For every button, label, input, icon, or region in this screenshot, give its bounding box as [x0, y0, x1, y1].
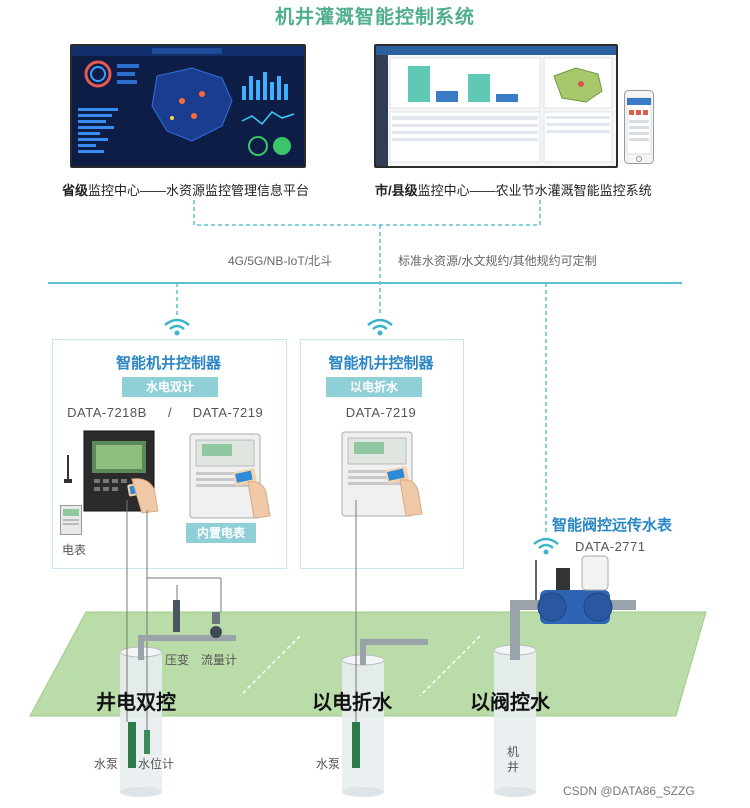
pressure-sensor-label: 压变 [165, 653, 190, 667]
provincial-level-label: 省级 [62, 183, 89, 198]
city-level-label: 市/县级 [375, 183, 418, 198]
electricity-meter-label: 电表 [62, 543, 87, 557]
hand-card-icon [131, 478, 159, 514]
wifi-icon [164, 318, 190, 336]
city-dashboard-screenshot [374, 44, 618, 168]
city-platform-label: 监控中心——农业节水灌溉智能监控系统 [417, 183, 652, 198]
controller-1-model-b: DATA-7219 [192, 405, 264, 420]
wifi-icon [533, 537, 559, 555]
water-level-label: 水位计 [138, 757, 175, 771]
mobile-app-screenshot [624, 90, 654, 164]
controller-2-tag: 以电折水 [326, 377, 422, 397]
protocol-standards-label: 标准水资源/水文规约/其他规约可定制 [398, 254, 597, 268]
network-protocols-label: 4G/5G/NB-IoT/北斗 [228, 254, 333, 268]
controller-7219-device [341, 431, 423, 517]
flow-meter-label: 流量计 [201, 653, 238, 667]
mode-electricity-to-water-label: 以电折水 [312, 692, 392, 714]
builtin-meter-tag: 内置电表 [186, 523, 256, 543]
controller-1-title: 智能机井控制器 [115, 355, 221, 372]
mode-dual-control-label: 井电双控 [96, 692, 176, 714]
model-separator: / [167, 405, 173, 420]
watermark: CSDN @DATA86_SZZG [563, 784, 695, 798]
page-title: 机井灌溉智能控制系统 [274, 7, 475, 28]
city-caption: 市/县级监控中心——农业节水灌溉智能监控系统 [375, 180, 652, 199]
dashboard-illustration [376, 46, 616, 166]
controller-7219-device [189, 433, 271, 519]
controller-2-title: 智能机井控制器 [328, 355, 434, 372]
controller-7218b-device [64, 430, 155, 512]
wifi-icon [367, 318, 393, 336]
pump-label-1: 水泵 [94, 757, 119, 771]
well-label: 机井 [507, 745, 520, 774]
provincial-caption: 省级监控中心——水资源监控管理信息平台 [62, 180, 309, 199]
provincial-dashboard-screenshot [70, 44, 306, 168]
valve-meter-title: 智能阀控远传水表 [552, 517, 673, 534]
pump-label-2: 水泵 [316, 757, 341, 771]
dashboard-illustration [72, 46, 304, 156]
electricity-meter-icon [60, 505, 82, 535]
valve-meter-model: DATA-2771 [575, 539, 646, 554]
provincial-platform-label: 监控中心——水资源监控管理信息平台 [88, 183, 310, 198]
mode-valve-control-label: 以阀控水 [470, 692, 550, 714]
controller-1-model-a: DATA-7218B [67, 405, 147, 420]
controller-1-tag: 水电双计 [122, 377, 218, 397]
controller-2-model: DATA-7219 [345, 405, 417, 420]
